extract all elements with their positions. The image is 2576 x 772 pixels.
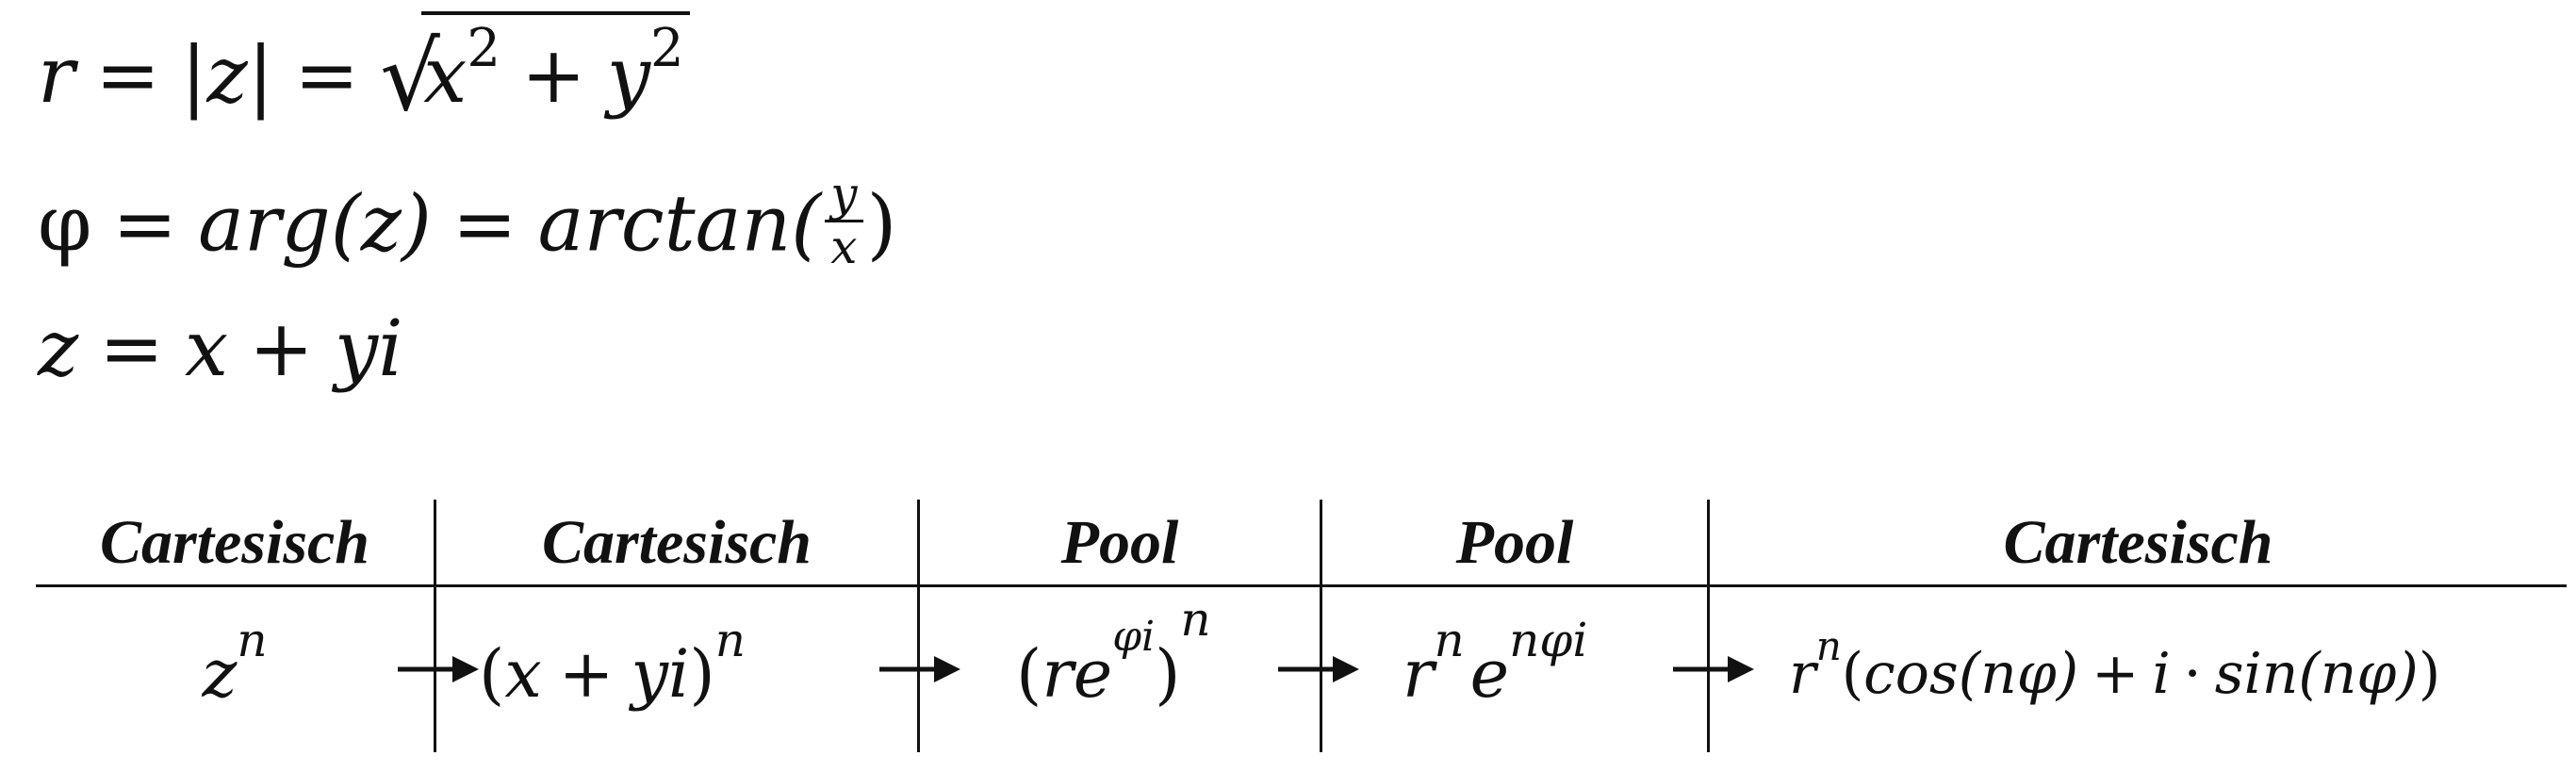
plus-sign: + [2092,641,2140,707]
column-divider [917,500,920,752]
cell-cartesian-power: (x+yi)n [479,603,917,745]
exponent-2: 2 [650,18,684,79]
var-yi: yi [334,304,403,394]
abs-z: |z| [180,31,274,121]
exponent-n: n [1180,592,1211,647]
header-pool-2: Pool [1455,508,1574,577]
var-x: x [184,304,229,394]
header-pool-1: Pool [1060,508,1179,577]
equals-sign: = [294,31,360,121]
conversion-table: Cartesisch Cartesisch Pool Pool Cartesis… [36,500,2567,752]
base-z: z [202,635,238,713]
plus-sign: + [521,31,586,121]
var-phi: φ [38,179,92,270]
var-e: e [1073,635,1113,713]
var-e: e [1469,635,1510,713]
var-r: r [38,31,75,121]
var-x: x [423,31,468,121]
header-divider [36,584,2567,587]
header-cartesisch-3: Cartesisch [2003,508,2273,577]
var-i: i [2152,641,2171,707]
exponent-2: 2 [467,18,500,79]
exponent-n: n [1434,613,1465,667]
exponent-n: n [1815,622,1842,669]
exponent-n: n [237,613,268,667]
formula-cartesian: z=x+yi [38,311,402,388]
paren-open: ( [1016,635,1042,713]
cos-term: cos(nφ) [1863,641,2079,707]
var-yi: yi [631,635,690,713]
var-z: z [38,304,79,394]
arctan-close: ) [866,179,897,270]
paren-open: ( [1841,641,1864,707]
equals-sign: = [451,179,517,270]
var-y: y [606,31,651,121]
paren-close: ) [1155,635,1181,713]
var-r: r [1789,641,1816,707]
right-arrow-icon [1278,656,1359,682]
column-divider [1320,500,1322,752]
dot-operator: · [2183,641,2202,707]
var-r: r [1403,635,1435,713]
exponent-phi-i: φi [1112,612,1156,661]
plus-sign: + [558,635,615,713]
paren-close: ) [689,635,715,713]
paren-close: ) [2418,641,2441,707]
equals-sign: = [112,179,178,270]
header-cartesisch-2: Cartesisch [541,508,812,577]
column-divider [434,500,436,752]
paren-open: ( [479,635,505,713]
fraction-numerator: y [825,170,863,222]
sin-term: sin(nφ) [2214,641,2419,707]
plus-sign: + [249,304,314,394]
right-arrow-icon [398,656,479,682]
square-root: √x2+y2 [380,11,690,124]
arctan-open: arctan( [537,179,822,270]
var-x: x [504,635,542,713]
radical-sign-icon: √ [380,22,440,132]
column-divider [1707,500,1710,752]
right-arrow-icon [1673,656,1754,682]
equals-sign: = [95,31,160,121]
radical-bar [421,11,690,15]
exponent-n: n [714,613,746,667]
exponent-n-phi-i: nφi [1509,613,1588,667]
fraction-denominator: x [830,219,858,274]
var-r: r [1042,635,1074,713]
right-arrow-icon [879,656,960,682]
equals-sign: = [99,304,164,394]
formula-modulus: r=|z|=√x2+y2 [38,11,690,124]
arg-z: arg(z) [198,179,432,270]
header-cartesisch-1: Cartesisch [99,508,370,577]
